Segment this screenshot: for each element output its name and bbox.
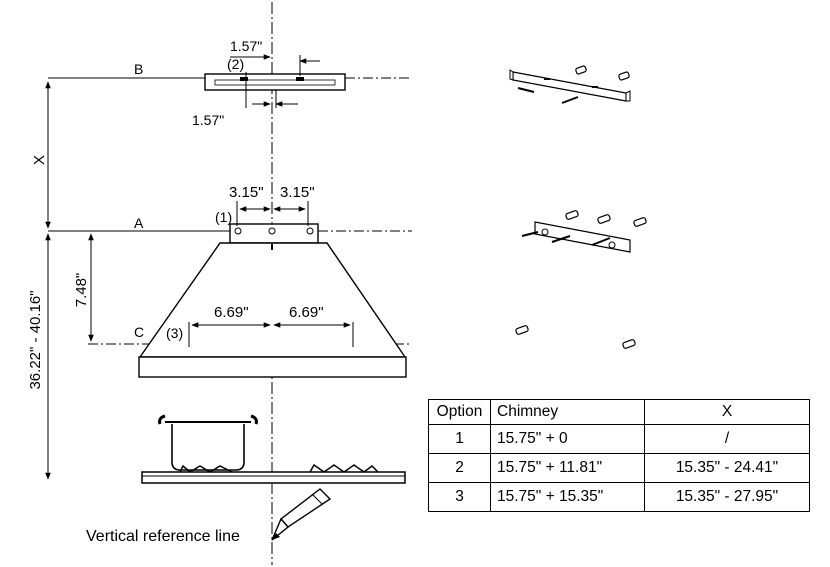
cell-x: 15.35" - 27.95" xyxy=(644,482,810,512)
dim-bracket-bottom-label: 1.57" xyxy=(192,112,224,128)
table-row: 3 15.75" + 15.35" 15.35" - 27.95" xyxy=(428,482,810,512)
dim-bracket-top-label: 1.57" xyxy=(230,38,262,54)
cell-option: 3 xyxy=(428,482,491,512)
dim-a-c-label: 7.48" xyxy=(73,273,90,308)
header-chimney: Chimney xyxy=(490,399,645,425)
cell-chimney: 15.75" + 0 xyxy=(490,424,645,454)
mount-plate-kit xyxy=(521,210,647,253)
marker-1: (1) xyxy=(215,209,232,225)
range-hood xyxy=(138,242,407,378)
options-table: Option Chimney X 1 15.75" + 0 / 2 15.75"… xyxy=(428,399,810,512)
marker-3: (3) xyxy=(166,325,183,341)
table-header-row: Option Chimney X xyxy=(428,399,810,425)
cooking-pot xyxy=(158,414,258,471)
dim-x-label: X xyxy=(31,155,48,165)
dim-mount-right-label: 3.15" xyxy=(280,184,315,201)
header-option: Option xyxy=(428,399,491,425)
dim-mount-left-label: 3.15" xyxy=(229,184,264,201)
cell-chimney: 15.75" + 11.81" xyxy=(490,453,645,483)
reference-label-b: B xyxy=(134,61,143,77)
table-row: 1 15.75" + 0 / xyxy=(428,424,810,454)
reference-label-c: C xyxy=(134,324,144,340)
cell-option: 2 xyxy=(428,453,491,483)
cell-x: 15.35" - 24.41" xyxy=(644,453,810,483)
table-row: 2 15.75" + 11.81" 15.35" - 24.41" xyxy=(428,453,810,483)
cell-option: 1 xyxy=(428,424,491,454)
marker-2: (2) xyxy=(227,56,244,72)
screw-pair xyxy=(515,325,636,349)
cell-chimney: 15.75" + 15.35" xyxy=(490,482,645,512)
dim-hood-left-label: 6.69" xyxy=(214,304,249,321)
dim-overall-label: 36.22" - 40.16" xyxy=(27,290,44,389)
reference-label-a: A xyxy=(134,215,144,231)
pencil-icon xyxy=(271,488,332,541)
header-x: X xyxy=(644,399,810,425)
dim-hood-right-label: 6.69" xyxy=(289,304,324,321)
cell-x: / xyxy=(644,424,810,454)
top-bracket xyxy=(204,73,346,91)
reference-line-caption: Vertical reference line xyxy=(86,528,240,545)
mount-plate xyxy=(229,223,319,244)
wall-bracket-kit xyxy=(509,65,631,104)
cooktop xyxy=(141,463,406,484)
